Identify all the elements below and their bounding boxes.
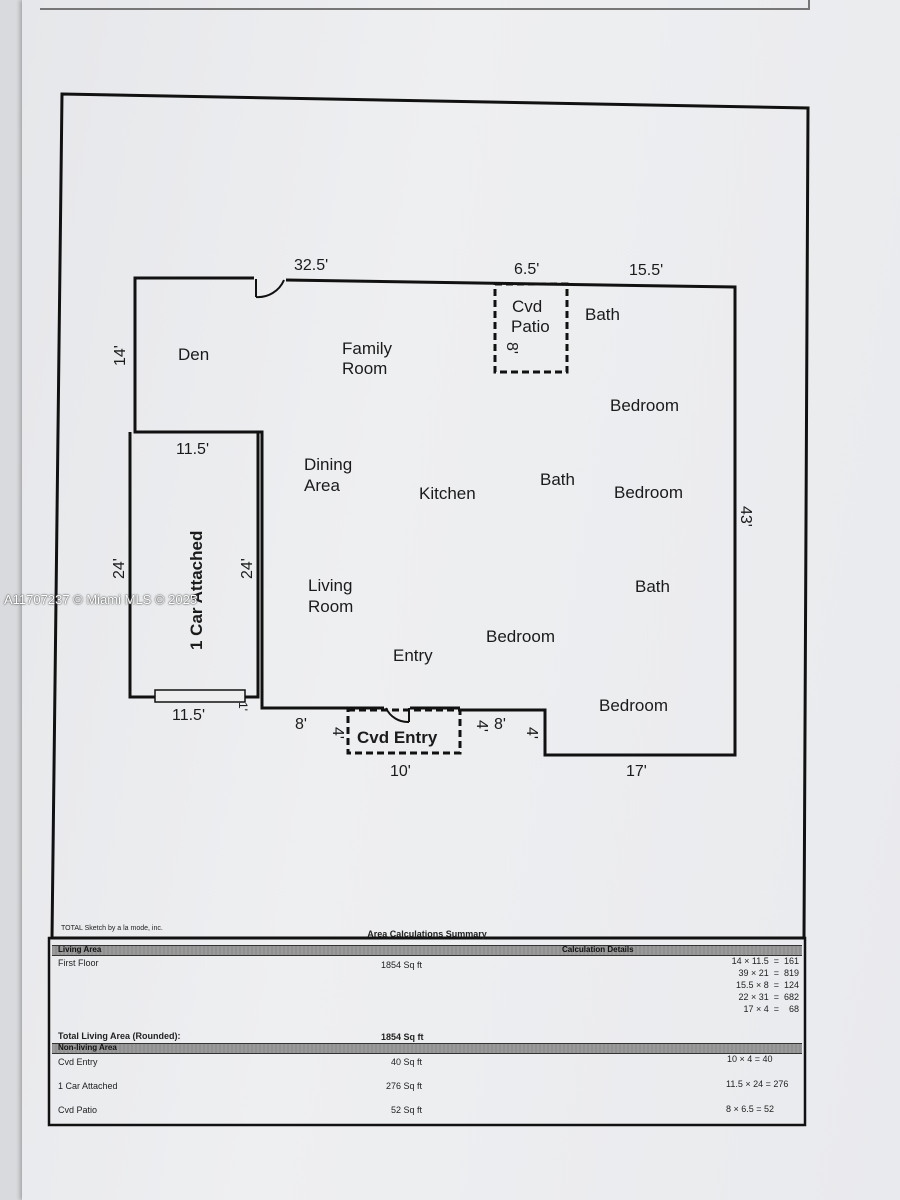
living-area-band: Living Area Calculation Details [52,945,802,956]
nonliving-calc: 10 × 4 = 40 [727,1054,773,1064]
dim-entry-left: 4' [329,727,346,739]
summary-credit: TOTAL Sketch by a la mode, inc. [61,925,163,932]
nonliving-calc: 11.5 × 24 = 276 [726,1079,789,1089]
nonliving-value: 52 Sq ft [391,1105,423,1115]
area-summary: TOTAL Sketch by a la mode, inc. Area Cal… [49,920,805,1126]
nonliving-band: Non-living Area [52,1043,802,1054]
house-walls [128,278,737,757]
label-living-2: Room [308,597,353,616]
summary-title: Area Calculations Summary [367,929,487,939]
calc-line: 17 × 4 = 68 [743,1004,799,1014]
dim-entry-right: 4' [473,720,490,732]
first-floor-calcs: 14 × 11.5 = 161 39 × 21 = 819 15.5 × 8 =… [697,956,799,1016]
dim-garage-small: 1' [236,702,250,711]
label-garage: 1 Car Attached [187,531,206,650]
label-bedroom-4: Bedroom [599,696,668,715]
dim-bottom-mid: 8' [494,716,506,733]
dim-right-side: 43' [737,506,754,527]
label-cvd-entry: Cvd Entry [357,728,438,747]
total-living-label: Total Living Area (Rounded): [58,1031,181,1041]
nonliving-value: 276 Sq ft [386,1081,423,1091]
label-bath-top: Bath [585,305,620,324]
dim-garage-left: 24' [111,558,128,579]
dim-garage-top: 11.5' [176,441,209,458]
dim-bottom-right: 17' [626,763,647,780]
dim-garage-right: 24' [239,558,256,579]
dim-entry-width: 10' [390,763,411,780]
label-bath-right: Bath [635,577,670,596]
nonliving-calc: 8 × 6.5 = 52 [726,1104,775,1114]
label-living-1: Living [308,576,352,595]
living-area-header: Living Area [58,945,102,954]
cvd-patio-box [493,282,569,374]
summary-border [47,936,807,1127]
calc-line: 14 × 11.5 = 161 [731,956,799,966]
dim-top-patio: 6.5' [514,261,539,278]
garage-door [154,689,246,703]
cvd-entry-box [346,708,462,755]
house-outline [133,276,346,710]
nonliving-label: Cvd Patio [58,1105,98,1115]
dim-top-left: 32.5' [294,257,328,274]
label-entry: Entry [393,646,433,665]
calc-line: 22 × 31 = 682 [738,992,799,1002]
label-bedroom-3: Bedroom [486,627,555,646]
dim-patio-depth: 8' [503,342,520,354]
dim-step-depth: 4' [523,727,540,739]
label-bedroom-1: Bedroom [610,396,679,415]
label-family-1: Family [342,339,393,358]
first-floor-value: 1854 Sq ft [381,960,423,970]
label-den: Den [178,345,209,364]
calc-line: 15.5 × 8 = 124 [735,980,799,990]
label-kitchen: Kitchen [419,484,476,503]
dim-bottom-left: 8' [295,716,307,733]
label-bedroom-2: Bedroom [614,483,683,502]
calc-details-header: Calculation Details [562,945,634,954]
door-top [255,279,285,299]
label-dining-1: Dining [304,455,352,474]
plan-frame [50,92,810,940]
top-strip [40,0,810,10]
label-bath-mid: Bath [540,470,575,489]
label-patio-2: Patio [511,317,550,336]
first-floor-label: First Floor [58,958,99,968]
dim-garage-bottom: 11.5' [172,707,205,724]
calc-line: 39 × 21 = 819 [738,968,799,978]
nonliving-label: 1 Car Attached [58,1081,118,1091]
paper-sheet [22,0,900,1200]
label-dining-2: Area [304,476,340,495]
total-living-value: 1854 Sq ft [381,1032,424,1042]
label-patio-1: Cvd [512,297,542,316]
watermark: A11707237 © Miami MLS © 2025 [4,592,198,607]
dim-top-right: 15.5' [629,262,663,279]
nonliving-label: Cvd Entry [58,1057,98,1067]
nonliving-header: Non-living Area [58,1043,117,1052]
dim-left-upper: 14' [112,345,129,366]
nonliving-value: 40 Sq ft [391,1057,423,1067]
label-family-2: Room [342,359,387,378]
